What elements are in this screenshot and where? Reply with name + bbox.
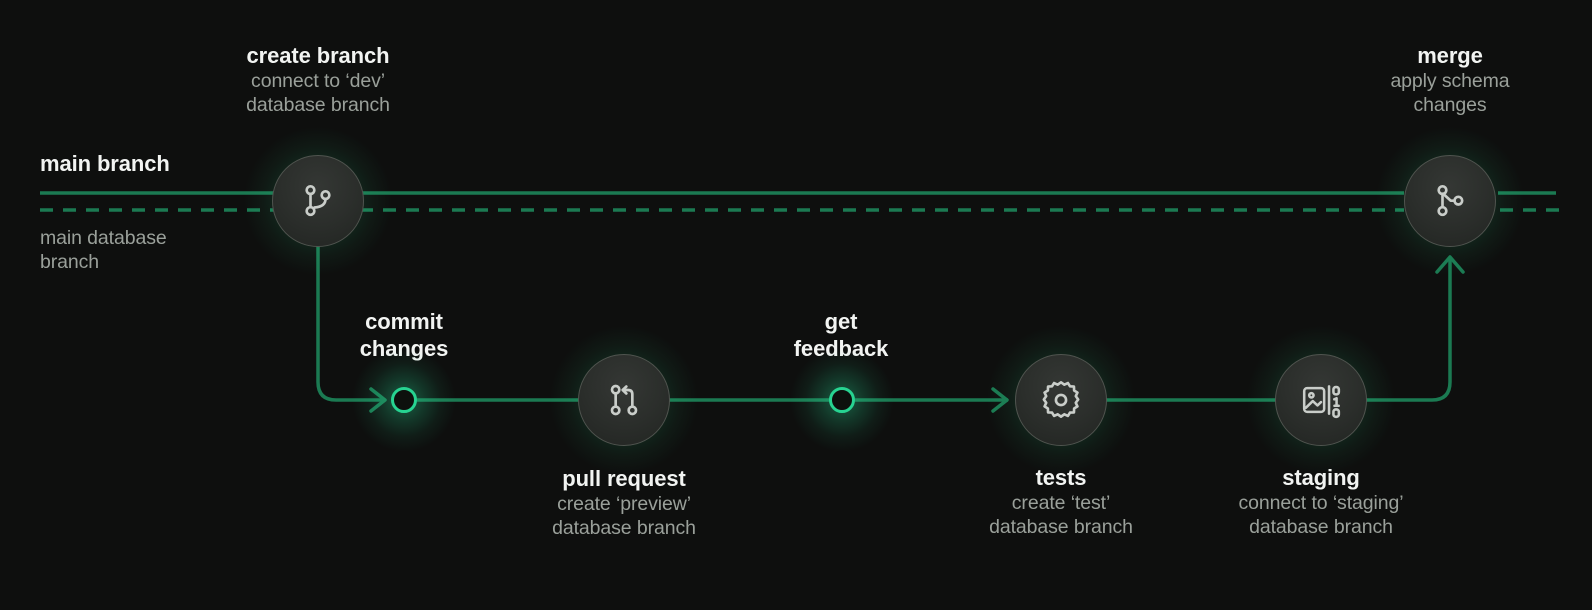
create-branch-title: create branch [246,43,390,68]
commit-title-line1: commit [365,309,443,334]
git-pull-request-icon [604,380,644,420]
merge-sub2: changes [1413,94,1487,117]
node-get-feedback[interactable] [829,387,855,413]
label-commit-changes: commit changes [360,308,449,363]
git-merge-icon [1430,181,1470,221]
main-branch-label: main branch [40,151,170,176]
staging-to-merge-connector [1364,256,1452,402]
image-binary-icon [1300,379,1342,421]
staging-sub2: database branch [1249,516,1393,539]
main-database-label-line1: main database [40,227,167,249]
pull-request-sub2: database branch [552,517,696,540]
arrow-into-commit [369,387,387,413]
label-tests: tests create ‘test’ database branch [989,464,1133,540]
node-create-branch[interactable] [272,155,364,247]
feedback-title-line2: feedback [793,336,889,362]
node-pull-request[interactable] [578,354,670,446]
main-database-label-line2: branch [40,251,100,274]
create-branch-sub2: database branch [246,94,390,117]
main-branch-label-group: main branch [40,150,170,177]
label-pull-request: pull request create ‘preview’ database b… [552,465,696,541]
staging-sub1: connect to ‘staging’ [1238,492,1404,515]
node-staging[interactable] [1275,354,1367,446]
create-branch-sub1: connect to ‘dev’ [251,70,385,93]
create-branch-to-commit-connector [316,244,386,402]
staging-title: staging [1282,465,1360,490]
merge-sub1: apply schema [1390,70,1510,93]
merge-title: merge [1417,43,1483,68]
arrow-into-merge [1435,255,1465,274]
tests-title: tests [1035,465,1087,490]
label-staging: staging connect to ‘staging’ database br… [1239,464,1404,540]
label-create-branch: create branch connect to ‘dev’ database … [246,42,390,118]
node-tests[interactable] [1015,354,1107,446]
git-branch-icon [298,181,338,221]
node-merge[interactable] [1404,155,1496,247]
feedback-title-line1: get [824,309,858,334]
pull-request-title: pull request [562,466,686,491]
label-merge: merge apply schema changes [1390,42,1509,118]
main-database-label-group: main database branch [40,226,167,274]
pull-request-sub1: create ‘preview’ [557,493,691,516]
tests-sub1: create ‘test’ [1011,492,1111,515]
node-commit-changes[interactable] [391,387,417,413]
label-get-feedback: get feedback [794,308,889,363]
tests-sub2: database branch [989,516,1133,539]
arrow-into-tests [991,387,1009,413]
commit-title-line2: changes [359,336,449,362]
gear-icon [1040,379,1082,421]
